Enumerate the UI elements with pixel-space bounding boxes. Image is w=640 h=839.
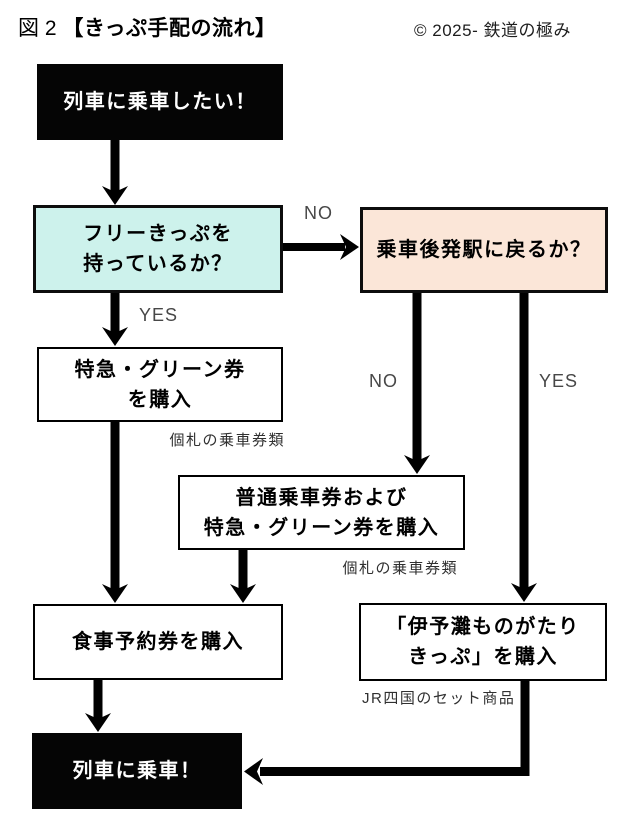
edge-freepass-yes: [110, 293, 120, 333]
node-buy-basic-express: 普通乗車券および 特急・グリーン券を購入: [178, 475, 465, 550]
node-buy-express: 特急・グリーン券 を購入: [37, 347, 283, 422]
node-end: 列車に乗車！: [32, 733, 242, 809]
arrowhead-express-to-meal: [102, 584, 128, 603]
node-end-label: 列車に乗車！: [72, 760, 202, 782]
arrowhead-basic-to-meal: [230, 584, 256, 603]
node-buy-express-label: 特急・グリーン券 を購入: [74, 358, 246, 411]
node-return-question-label: 乗車後発駅に戻るか？: [376, 239, 592, 261]
node-start-label: 列車に乗車したい！: [63, 91, 257, 113]
edge-freepass-no: [283, 243, 345, 251]
connector-group: [85, 140, 537, 785]
figure-number: 図 2: [18, 17, 63, 40]
arrowhead-freepass-yes: [102, 327, 128, 346]
node-freepass-question-label: フリーきっぷを 持っているか？: [83, 223, 233, 275]
arrowhead-start-to-freepass: [102, 186, 128, 205]
node-buy-meal-label: 食事予約券を購入: [72, 631, 244, 653]
edge-express-to-meal: [110, 422, 120, 590]
label-return-yes: YES: [539, 371, 579, 391]
edge-start-to-freepass: [110, 140, 120, 192]
node-buy-iyonada-label: 「伊予灘ものがたり きっぷ」を購入: [386, 616, 580, 668]
edge-meal-to-end: [93, 680, 103, 719]
node-buy-meal: 食事予約券を購入: [33, 604, 283, 680]
edge-iyonada-vertical: [520, 680, 530, 776]
copyright-text: © 2025- 鉄道の極み: [414, 21, 571, 40]
label-freepass-yes: YES: [139, 305, 179, 325]
edge-iyonada-horizontal: [260, 767, 530, 776]
caption-basic-note: 個札の乗車券類: [342, 560, 458, 577]
edge-basic-to-meal: [238, 550, 248, 590]
edge-return-no: [412, 293, 422, 461]
arrowhead-freepass-no: [340, 234, 359, 260]
arrowhead-return-no: [404, 455, 430, 474]
caption-express-note: 個札の乗車券類: [169, 432, 285, 449]
arrowhead-iyonada-to-end: [244, 758, 263, 785]
node-freepass-question: フリーきっぷを 持っているか？: [33, 205, 283, 293]
label-freepass-no: NO: [304, 203, 333, 223]
node-return-question: 乗車後発駅に戻るか？: [360, 207, 608, 293]
node-buy-basic-express-label: 普通乗車券および 特急・グリーン券を購入: [203, 486, 440, 539]
figure-title: 図 2 【きっぷ手配の流れ】: [18, 12, 277, 42]
node-start: 列車に乗車したい！: [37, 64, 283, 140]
caption-iyonada-note: JR四国のセット商品: [362, 690, 516, 707]
node-buy-iyonada: 「伊予灘ものがたり きっぷ」を購入: [359, 603, 607, 681]
edge-return-yes: [519, 293, 529, 589]
figure-title-text: 【きっぷ手配の流れ】: [62, 17, 277, 40]
arrowhead-meal-to-end: [85, 713, 111, 732]
arrowhead-return-yes: [511, 583, 537, 602]
label-return-no: NO: [369, 371, 398, 391]
